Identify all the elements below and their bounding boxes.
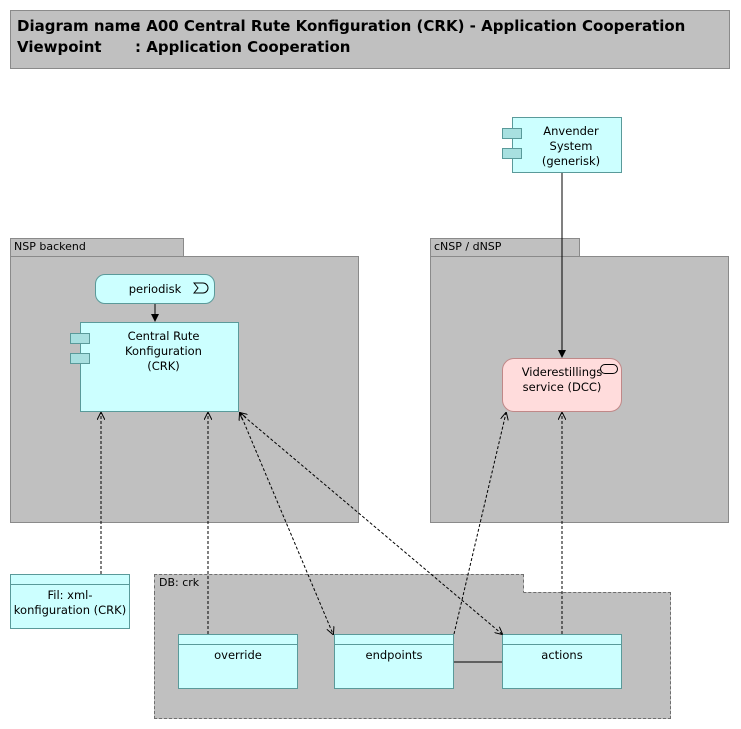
diagram-name-row: Diagram name: A00 Central Rute Konfigura… — [17, 17, 685, 35]
fil-label-1: Fil: xml- — [47, 588, 93, 602]
component-pin-icon — [70, 353, 90, 364]
viewpoint-value: : Application Cooperation — [135, 38, 351, 56]
component-pin-icon — [502, 128, 522, 139]
anvender-system-label-2: (generisk) — [541, 154, 601, 168]
periodisk-label: periodisk — [128, 282, 182, 296]
object-header-line — [179, 644, 297, 645]
periodisk-event[interactable]: periodisk — [95, 274, 215, 304]
actions-data-object[interactable]: actions — [502, 634, 622, 689]
access-crk-endpoints-arrow[interactable] — [240, 413, 333, 634]
diagram-name-label: Diagram name — [17, 17, 141, 35]
crk-label-1: Central Rute Konfiguration — [125, 329, 202, 358]
group-db-crk-label: DB: crk — [159, 576, 200, 589]
group-cnsp-dnsp-label: cNSP / dNSP — [434, 240, 502, 253]
crk-component[interactable]: Central Rute Konfiguration (CRK) — [80, 322, 239, 412]
viewpoint-label: Viewpoint — [17, 38, 102, 56]
group-nsp-backend-label: NSP backend — [14, 240, 86, 253]
dcc-label-2: service (DCC) — [522, 380, 602, 394]
component-pin-icon — [502, 148, 522, 159]
actions-label: actions — [541, 648, 583, 662]
object-header-line — [503, 644, 621, 645]
viewpoint-row: Viewpoint : Application Cooperation — [17, 38, 350, 56]
component-pin-icon — [70, 333, 90, 344]
access-endpoints-dcc-arrow[interactable] — [453, 413, 506, 635]
override-data-object[interactable]: override — [178, 634, 298, 689]
fil-xml-konfiguration[interactable]: Fil: xml- konfiguration (CRK) — [10, 574, 130, 629]
access-crk-actions-arrow[interactable] — [240, 413, 502, 634]
object-header-line — [11, 584, 129, 585]
dcc-label-1: Viderestillings — [521, 365, 603, 379]
event-icon — [193, 282, 209, 294]
group-cnsp-dnsp-tab[interactable]: cNSP / dNSP — [430, 238, 580, 257]
object-header-line — [335, 644, 453, 645]
diagram-header: Diagram name: A00 Central Rute Konfigura… — [10, 10, 730, 69]
endpoints-data-object[interactable]: endpoints — [334, 634, 454, 689]
diagram-name-value: : A00 Central Rute Konfiguration (CRK) -… — [135, 17, 686, 35]
anvender-system-component[interactable]: Anvender System (generisk) — [512, 117, 622, 173]
anvender-system-label-1: Anvender System — [543, 124, 599, 153]
fil-label-2: konfiguration (CRK) — [13, 603, 127, 617]
service-icon — [600, 364, 618, 374]
crk-label-2: (CRK) — [147, 359, 180, 373]
override-label: override — [214, 648, 262, 662]
endpoints-label: endpoints — [365, 648, 423, 662]
